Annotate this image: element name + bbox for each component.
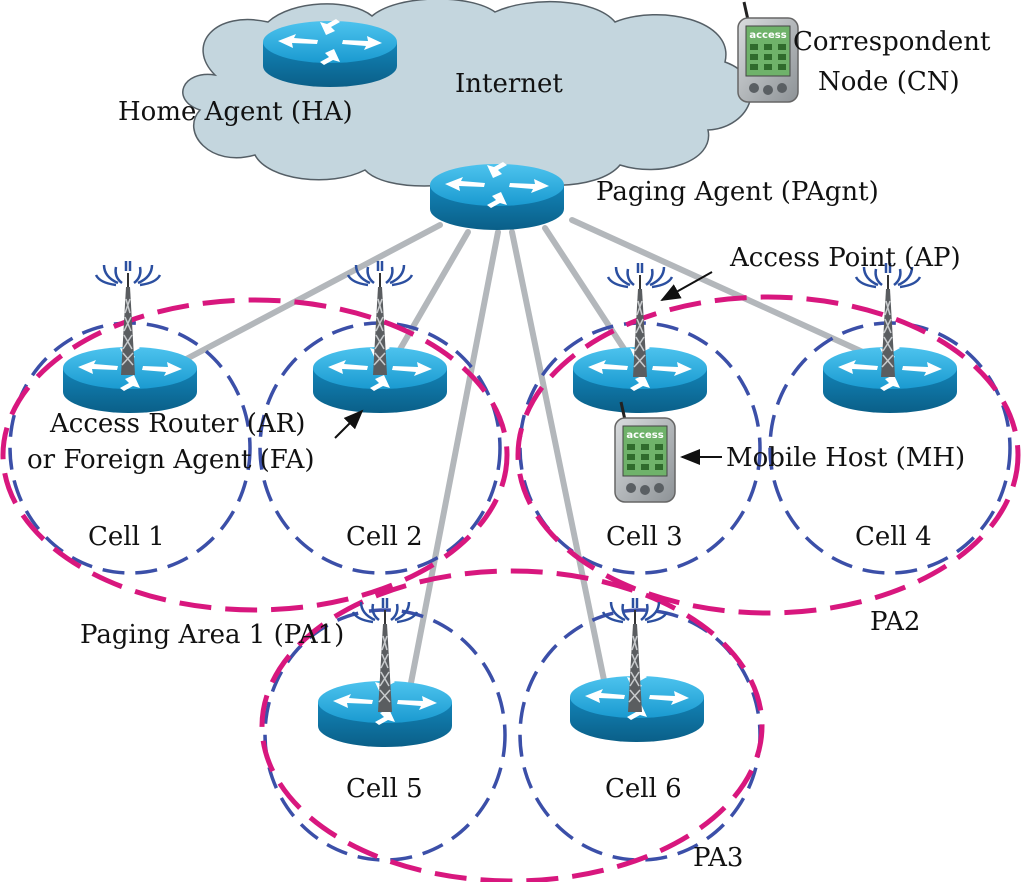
link-cell4 bbox=[569, 217, 879, 361]
correspondent-node-label-line1: Correspondent bbox=[793, 27, 991, 57]
mobile-host-pda-icon bbox=[613, 400, 677, 504]
cell6-label: Cell 6 bbox=[605, 774, 682, 804]
link-cell5 bbox=[407, 229, 501, 691]
mobile-host-label: Mobile Host (MH) bbox=[726, 443, 965, 473]
access-router-label-line2: or Foreign Agent (FA) bbox=[27, 445, 315, 475]
paging-agent-router-icon bbox=[430, 162, 564, 230]
paging-agent-label: Paging Agent (PAgnt) bbox=[596, 177, 879, 207]
correspondent-node-pda-icon bbox=[736, 0, 800, 104]
pa3-boundary bbox=[259, 568, 765, 882]
access-router-label-line1: Access Router (AR) bbox=[49, 409, 305, 439]
link-cell2 bbox=[392, 229, 471, 361]
link-cell1 bbox=[172, 222, 443, 368]
paging-area-boundaries bbox=[0, 294, 1021, 882]
access-router-arrow-icon bbox=[334, 409, 364, 439]
network-links bbox=[172, 217, 879, 691]
pa2-boundary bbox=[515, 294, 1021, 616]
home-agent-router-icon bbox=[263, 19, 397, 87]
correspondent-node-label-line2: Node (CN) bbox=[818, 67, 960, 97]
link-cell3 bbox=[542, 225, 633, 361]
cell3-label: Cell 3 bbox=[606, 522, 683, 552]
pa1-label: Paging Area 1 (PA1) bbox=[80, 620, 344, 650]
cell2-label: Cell 2 bbox=[346, 522, 423, 552]
internet-label: Internet bbox=[455, 69, 563, 99]
cell5-label: Cell 5 bbox=[346, 774, 423, 804]
cell1-label: Cell 1 bbox=[88, 522, 165, 552]
home-agent-label: Home Agent (HA) bbox=[118, 97, 353, 127]
pa3-label: PA3 bbox=[693, 843, 743, 873]
access-point-label: Access Point (AP) bbox=[729, 243, 961, 273]
link-cell6 bbox=[509, 229, 608, 688]
pa1-boundary bbox=[0, 297, 510, 613]
access-point-arrow-icon bbox=[660, 271, 713, 301]
cell4-label: Cell 4 bbox=[855, 522, 932, 552]
pa2-label: PA2 bbox=[870, 607, 920, 637]
